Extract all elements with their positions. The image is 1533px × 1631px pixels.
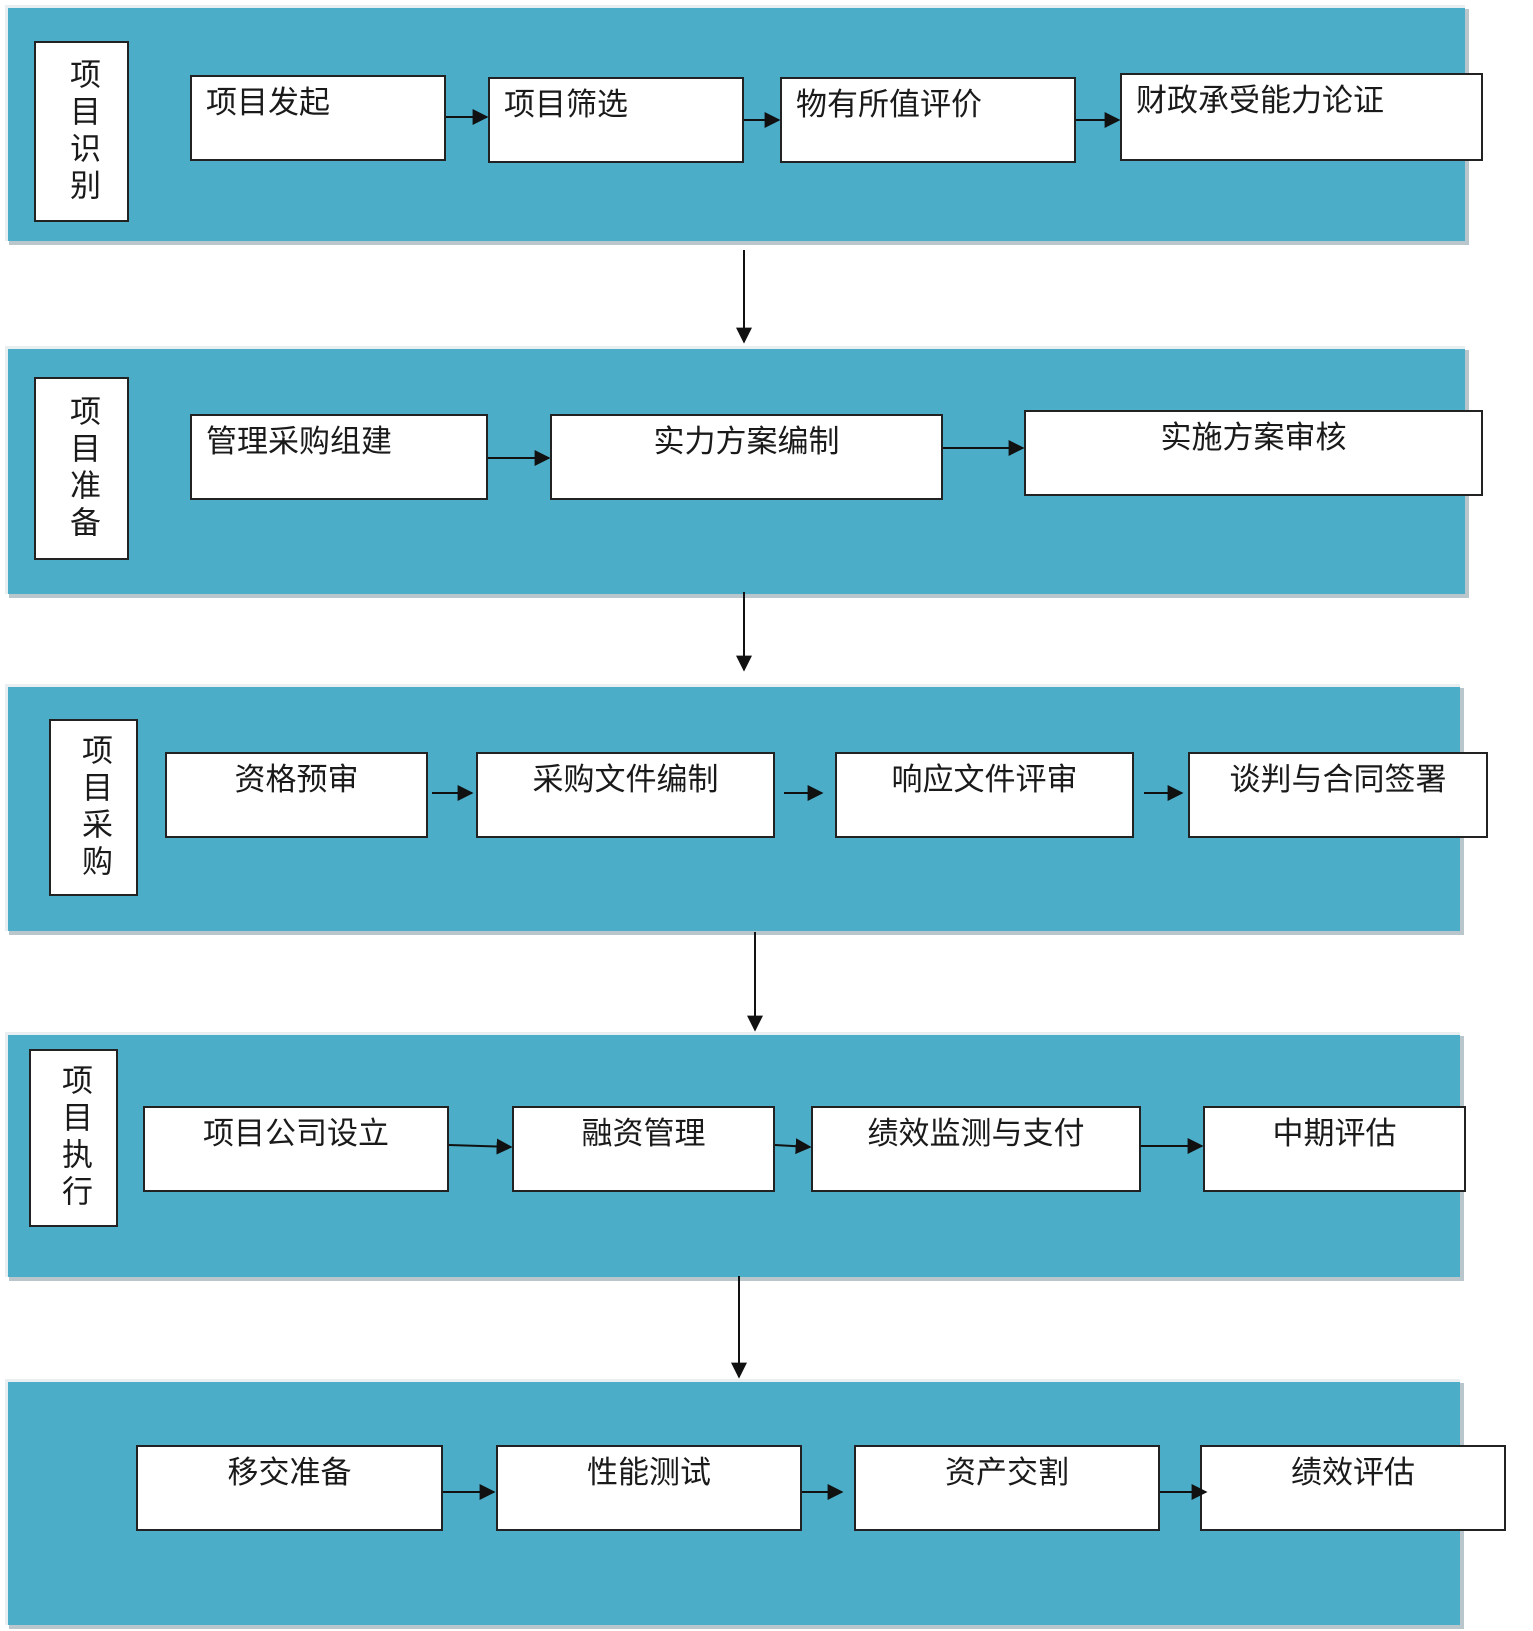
step-box: 绩效评估 xyxy=(1200,1445,1506,1531)
stage-label-identification: 项目识别 xyxy=(34,41,129,222)
step-box: 资产交割 xyxy=(854,1445,1160,1531)
step-box: 项目筛选 xyxy=(488,77,744,163)
step-box: 中期评估 xyxy=(1203,1106,1466,1192)
step-box: 绩效监测与支付 xyxy=(811,1106,1141,1192)
step-box: 融资管理 xyxy=(512,1106,775,1192)
step-box: 资格预审 xyxy=(165,752,428,838)
step-box: 项目公司设立 xyxy=(143,1106,449,1192)
step-box: 采购文件编制 xyxy=(476,752,775,838)
stage-label-text: 项目采购 xyxy=(76,733,112,882)
step-box: 实施方案审核 xyxy=(1024,410,1483,496)
step-box: 管理采购组建 xyxy=(190,414,488,500)
step-box: 实力方案编制 xyxy=(550,414,943,500)
step-box: 物有所值评价 xyxy=(780,77,1076,163)
stage-label-preparation: 项目准备 xyxy=(34,377,129,560)
stage-label-execution: 项目执行 xyxy=(29,1049,118,1227)
step-box: 移交准备 xyxy=(136,1445,443,1531)
step-box: 项目发起 xyxy=(190,75,446,161)
step-box: 响应文件评审 xyxy=(835,752,1134,838)
stage-label-text: 项目准备 xyxy=(64,394,100,543)
step-box: 性能测试 xyxy=(496,1445,802,1531)
step-box: 谈判与合同签署 xyxy=(1188,752,1488,838)
step-box: 财政承受能力论证 xyxy=(1120,73,1483,161)
stage-label-procurement: 项目采购 xyxy=(49,719,138,896)
stage-label-text: 项目执行 xyxy=(56,1064,92,1212)
stage-label-text: 项目识别 xyxy=(64,57,100,206)
